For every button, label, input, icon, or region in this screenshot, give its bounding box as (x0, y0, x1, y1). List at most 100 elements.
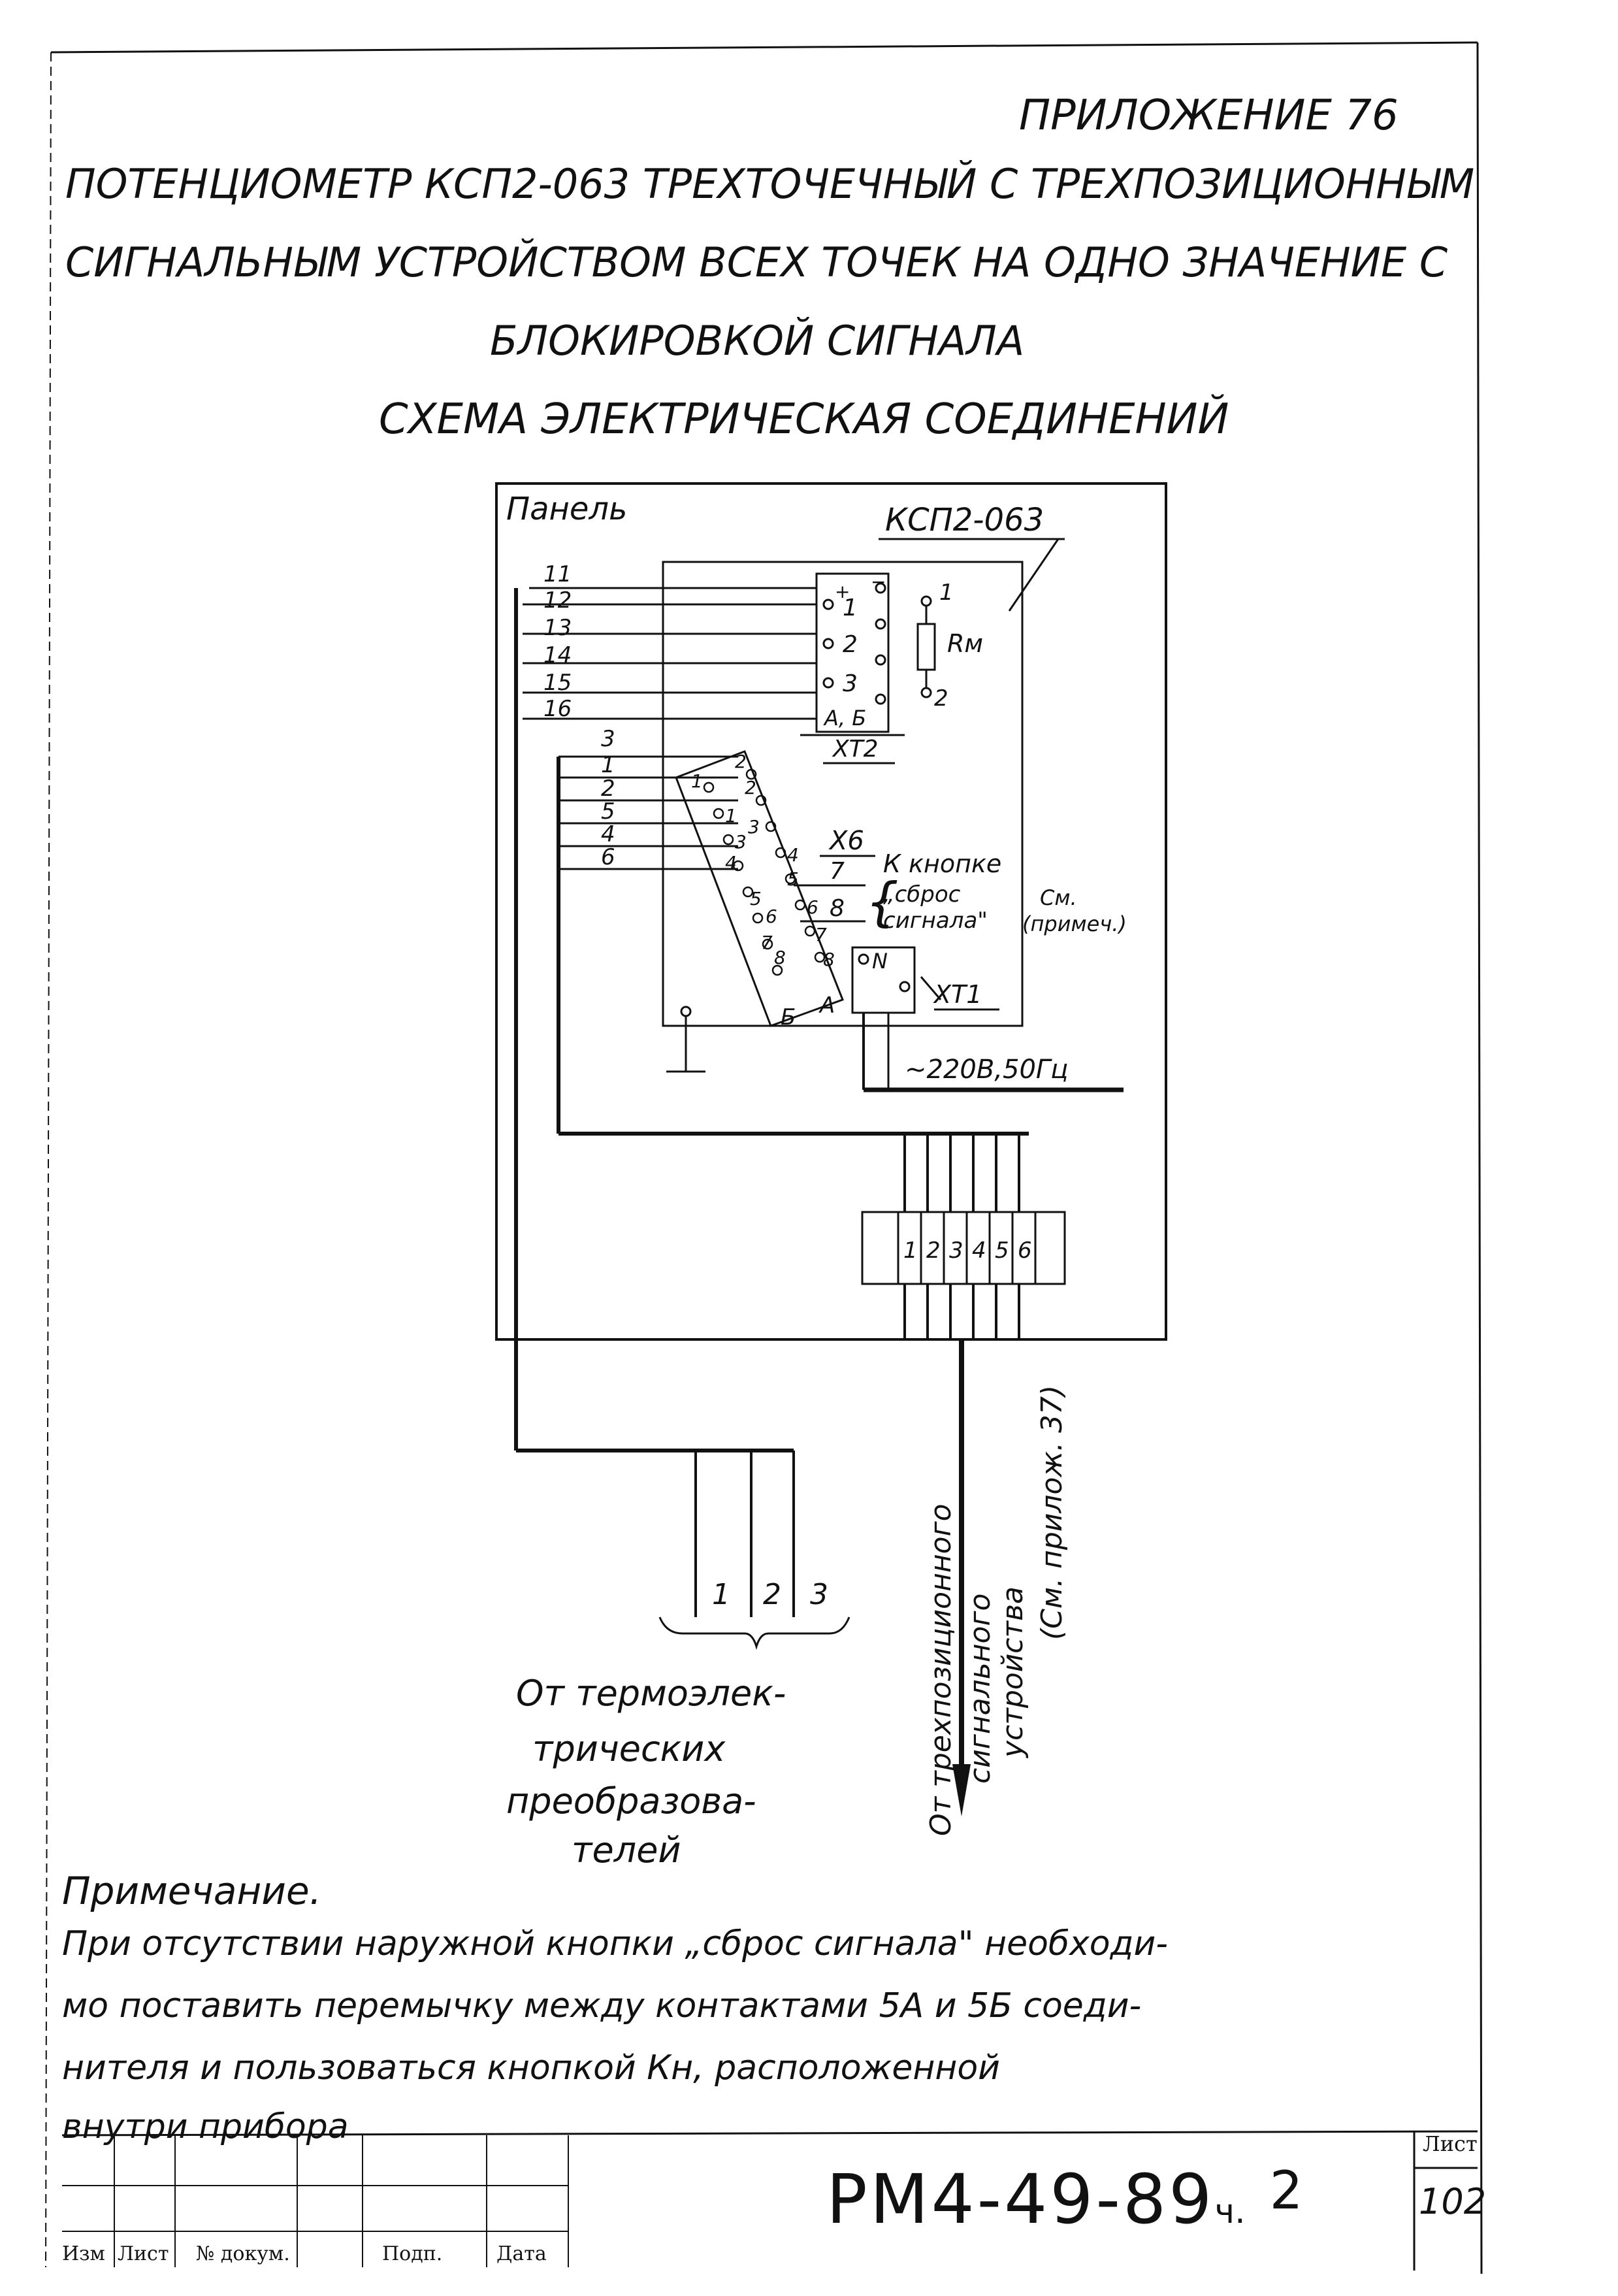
x6-pin-8a: 8 (823, 949, 835, 970)
wire-label-1: 1 (601, 752, 615, 778)
wire-label-16: 16 (543, 696, 572, 722)
terminal-2: 2 (926, 1238, 941, 1264)
part-number: 2 (1269, 2160, 1303, 2221)
terminal-outputs (903, 1284, 1020, 1341)
power-label: ~220В,50Гц (905, 1055, 1068, 1085)
col-doc: № докум. (196, 2242, 290, 2265)
terminal-6: 6 (1018, 1238, 1032, 1264)
sheet-label: Лист (1423, 2131, 1478, 2156)
appendix-number: ПРИЛОЖЕНИЕ 76 (1019, 91, 1399, 140)
wire-label-4: 4 (601, 821, 615, 847)
panel-box (495, 482, 1167, 1341)
alarm-source-line-2: сигнального (963, 1594, 997, 1784)
note-line-2: мо поставить перемычку между контактами … (62, 1986, 1142, 2025)
alarm-source-line-4: (См. прилож. 37) (1035, 1385, 1069, 1640)
note-title: Примечание. (62, 1869, 322, 1913)
wire-label-14: 14 (543, 642, 572, 668)
terminal-numbers: 1 2 3 4 5 6 (903, 1238, 1032, 1264)
x6-label: Х6 (828, 826, 864, 856)
xt2-contacts (822, 582, 886, 705)
xt1-connector (851, 946, 916, 1014)
col-list: Лист (118, 2242, 169, 2265)
device-label: КСП2-063 (885, 502, 1044, 538)
cable-number-3: 3 (810, 1578, 828, 1611)
device-box (662, 561, 1024, 1027)
x6-pin-3a: 3 (748, 816, 760, 838)
thermo-source-line-1: От термоэлек- (516, 1673, 786, 1714)
power-line (862, 1013, 1124, 1092)
wire-label-11: 11 (543, 561, 572, 587)
title-line-2: СИГНАЛЬНЫМ УСТРОЙСТВОМ ВСЕХ ТОЧЕК НА ОДН… (65, 238, 1448, 286)
terminal-5: 5 (995, 1238, 1009, 1264)
alarm-source-line-3: устройства (996, 1586, 1029, 1759)
xt2-contact-3: 3 (843, 670, 858, 697)
xt2-contact-2: 2 (843, 631, 858, 658)
rm-label: Rм (947, 629, 983, 658)
x6-pin-5a: 5 (787, 868, 799, 890)
xt2-contact-1: 1 (843, 595, 858, 621)
wire-label-6: 6 (601, 844, 615, 870)
x6-pin-1b: 1 (691, 770, 703, 792)
upper-wire-bundle (514, 587, 817, 1124)
wire-label-12: 12 (543, 587, 572, 614)
x6-pin-7a: 7 (815, 924, 827, 945)
diagram-subtitle: СХЕМА ЭЛЕКТРИЧЕСКАЯ СОЕДИНЕНИЙ (379, 395, 1229, 444)
terminal-1: 1 (903, 1238, 918, 1264)
bundle-to-terminals (558, 1132, 1029, 1212)
wire-label-13: 13 (543, 615, 572, 641)
button-wire-8: 8 (830, 895, 845, 922)
thermo-source-line-4: телей (572, 1829, 681, 1871)
terminal-4: 4 (972, 1238, 986, 1264)
button-note-line-2: „сброс (883, 881, 961, 908)
x6-pin-2b: 1 (725, 805, 737, 827)
note-line-3: нителя и пользоваться кнопкой Кн, распол… (62, 2048, 1000, 2088)
wire-label-3: 3 (601, 726, 615, 752)
upper-wire-numbers: 11 12 13 14 15 16 (543, 561, 572, 722)
x6-pin-1a: 2 (735, 751, 747, 772)
alarm-cable (952, 1339, 971, 1816)
wire-label-5: 5 (601, 798, 615, 825)
x6-pin-6b: 6 (766, 906, 777, 927)
ground-symbol (666, 1006, 705, 1073)
xt2-label: ХТ2 (832, 736, 879, 763)
rm-terminal-2: 2 (934, 685, 948, 712)
brace: { (866, 872, 899, 932)
col-izm: Изм (62, 2242, 105, 2265)
xt2-connector (815, 572, 890, 733)
thermo-source-line-2: трических (532, 1728, 726, 1769)
button-wires (794, 884, 866, 923)
title-block (61, 2130, 1478, 2271)
x6-pin-5b: 5 (750, 888, 762, 910)
button-wire-7: 7 (830, 858, 845, 885)
alarm-source-label: От трехпозиционного сигнального устройст… (924, 1385, 1069, 1836)
xt2-minus: − (871, 571, 886, 593)
x6-pin-6a: 6 (807, 896, 818, 918)
wire-label-15: 15 (543, 670, 572, 696)
x6-column-a: А (818, 992, 835, 1019)
x6-pin-3b: 3 (735, 831, 747, 853)
x6-pin-2a: 2 (745, 777, 756, 798)
xt2-plus: + (835, 581, 850, 602)
cable-number-2: 2 (763, 1578, 781, 1611)
x6-pin-4a: 4 (787, 844, 799, 866)
col-sign: Подп. (382, 2242, 443, 2265)
x6-pin-7b: 7 (761, 932, 773, 953)
thermo-source-line-3: преобразова- (506, 1780, 756, 1822)
note-line-4: внутри прибора (62, 2107, 349, 2146)
terminal-block (861, 1211, 1066, 1285)
thermo-cable (514, 1124, 850, 1650)
thermo-source-label: От термоэлек- трических преобразова- тел… (506, 1673, 786, 1871)
xt1-n: N (872, 949, 888, 974)
document-code-value: РМ4-49-89 (826, 2159, 1215, 2239)
col-date: Дата (496, 2242, 547, 2265)
x6-column-b: Б (781, 1004, 796, 1030)
lower-wire-bundle (557, 755, 738, 1134)
see-note-1: См. (1040, 885, 1077, 910)
wire-label-2: 2 (601, 776, 615, 802)
x6-pin-8b: 8 (774, 947, 786, 968)
lower-wire-numbers: 3 1 2 5 4 6 (601, 726, 615, 870)
button-note-line-1: К кнопке (883, 849, 1001, 878)
sheet-frame (45, 41, 1483, 2274)
title-line-3: БЛОКИРОВКОЙ СИГНАЛА (490, 317, 1025, 365)
